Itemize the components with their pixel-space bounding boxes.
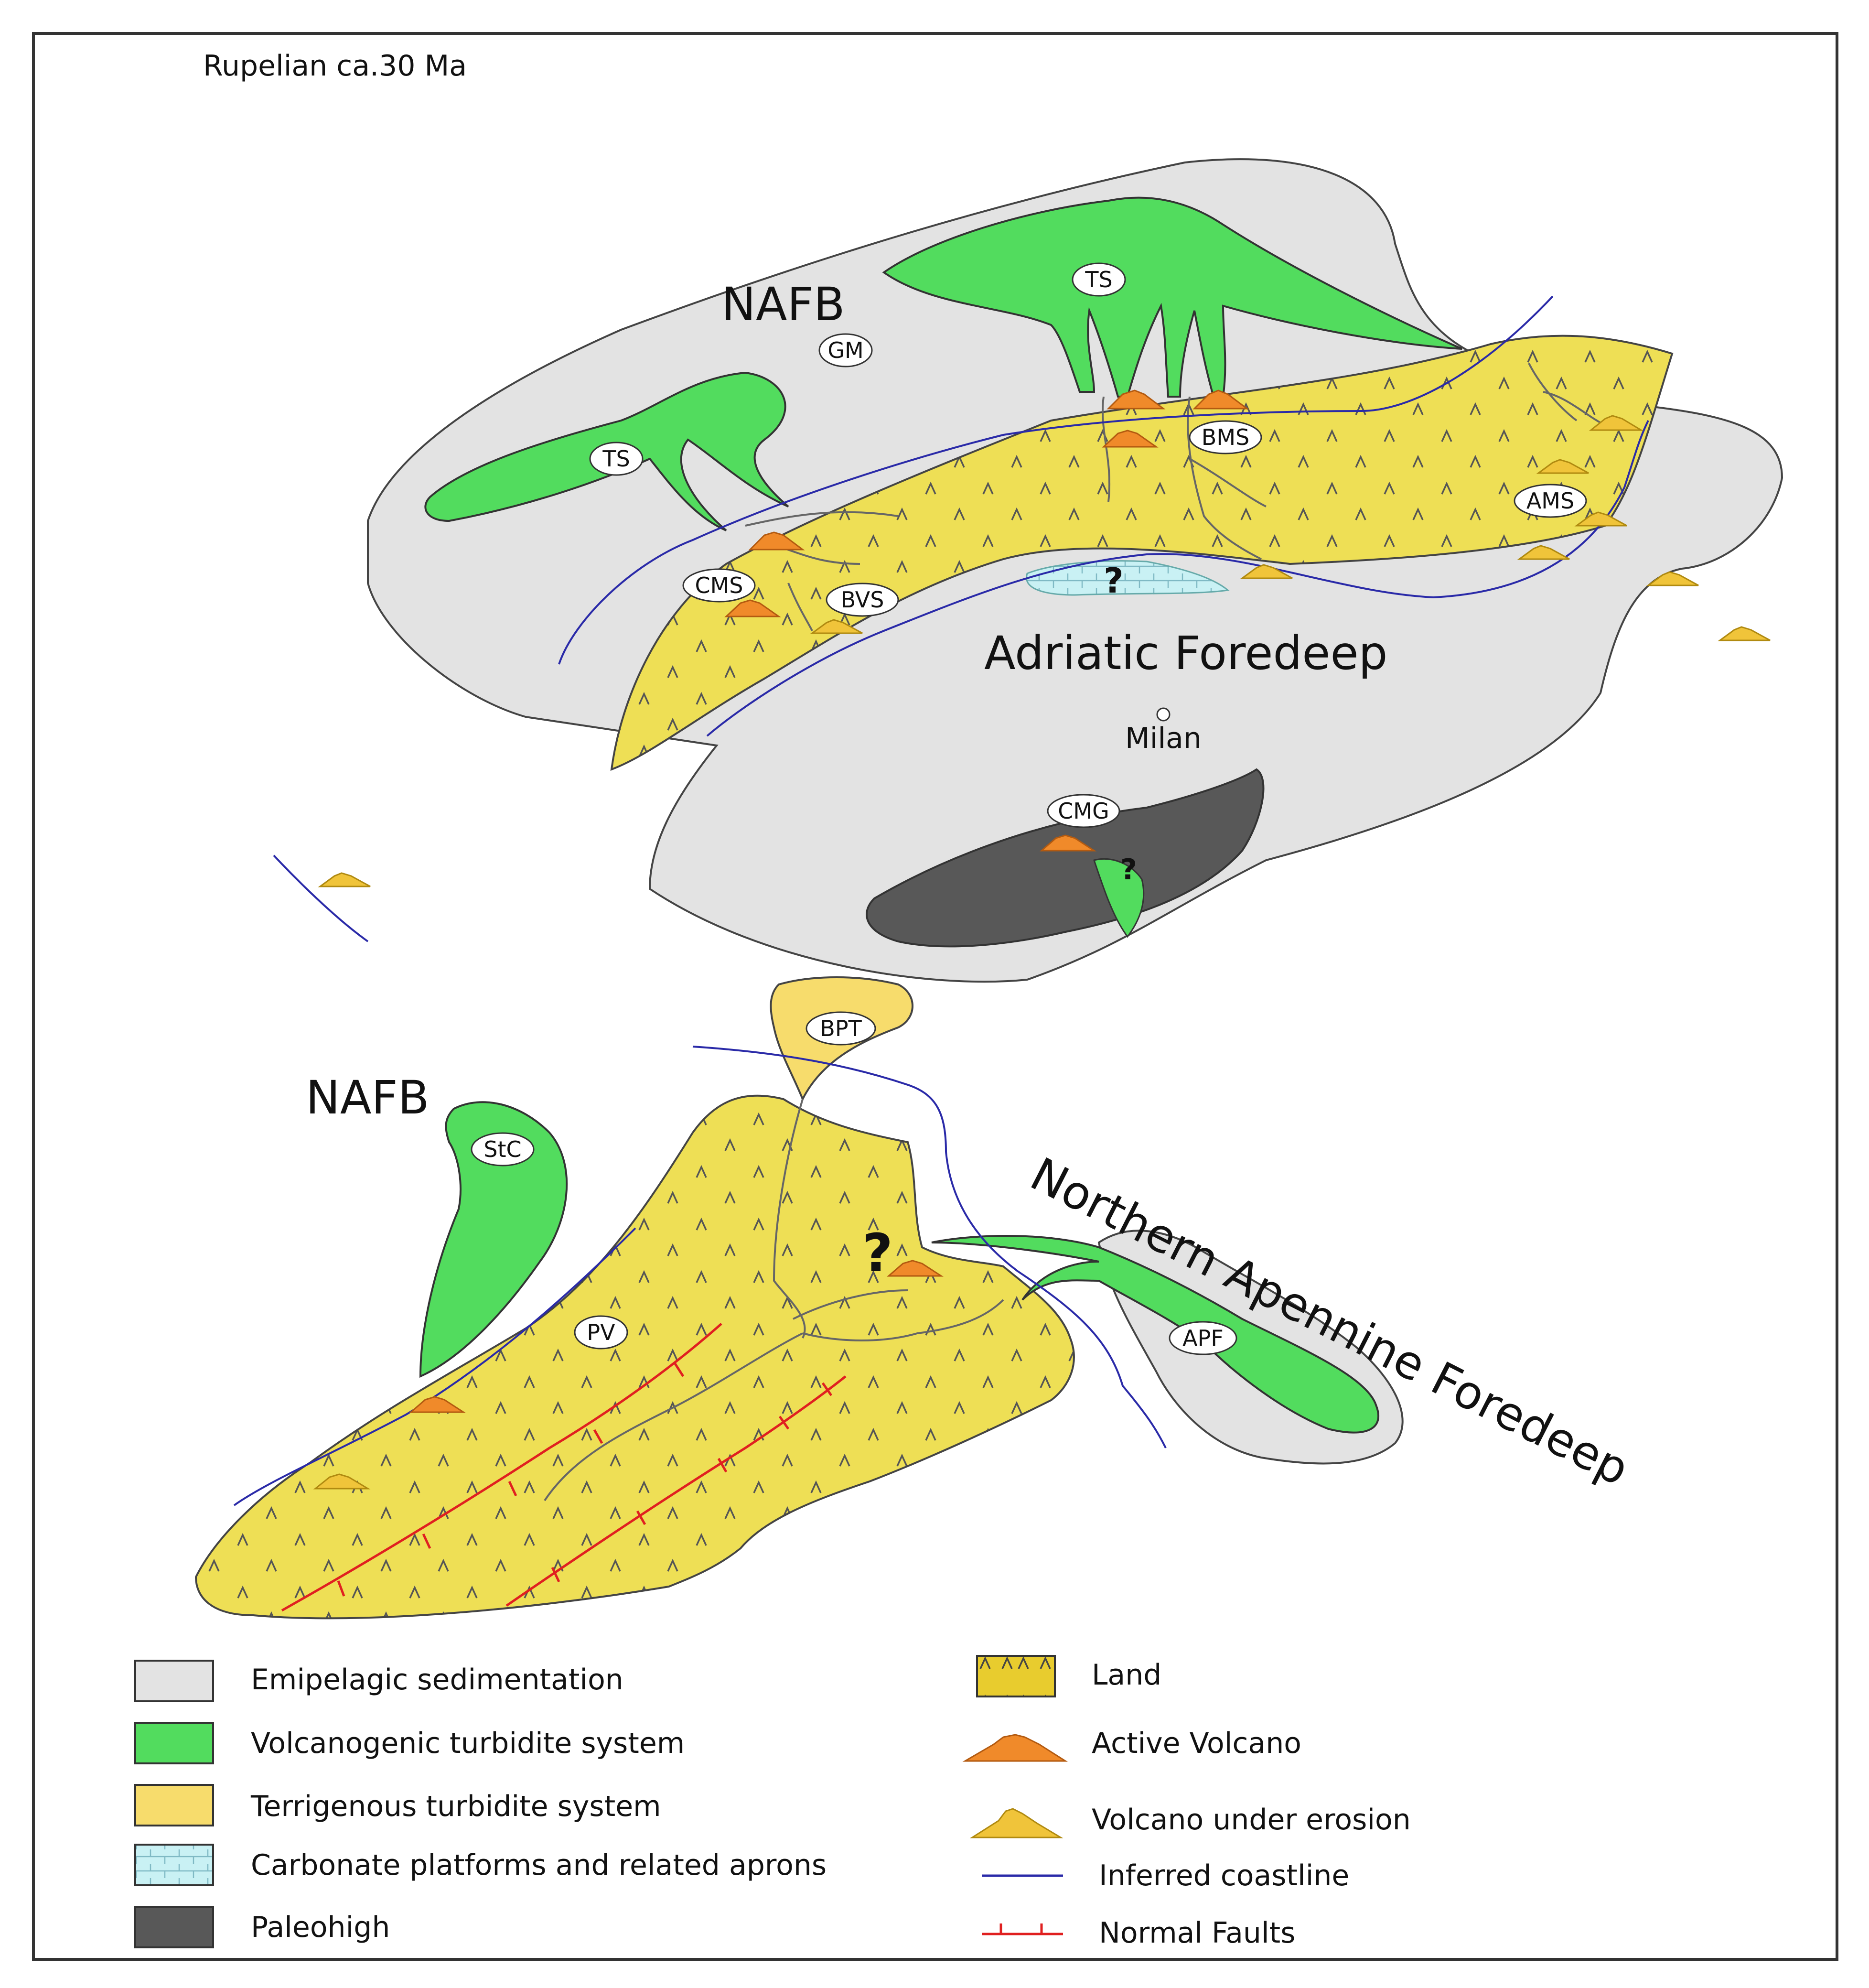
tag-pv: PV xyxy=(574,1315,628,1350)
eroded-volcanoes xyxy=(313,415,1771,1490)
legend-swatch-emipelagic xyxy=(134,1660,214,1702)
tag-ts-west: TS xyxy=(589,442,644,476)
tag-bms: BMS xyxy=(1189,420,1262,454)
question-mark-south: ? xyxy=(862,1222,893,1284)
normal-faults xyxy=(281,1323,847,1612)
map-title: Rupelian ca.30 Ma xyxy=(203,49,467,83)
label-adriatic-foredeep: Adriatic Foredeep xyxy=(984,627,1387,680)
tag-stc: StC xyxy=(471,1132,535,1167)
legend-label-eroded-volcano: Volcano under erosion xyxy=(1092,1803,1411,1837)
label-milan: Milan xyxy=(1125,722,1202,755)
tag-ts-east: TS xyxy=(1072,262,1126,297)
legend-label-normal-faults: Normal Faults xyxy=(1099,1916,1295,1950)
active-volcanoes xyxy=(408,389,1249,1413)
tag-gm-text: GM xyxy=(827,337,863,363)
stc-system xyxy=(419,1101,568,1378)
question-mark-paleohigh: ? xyxy=(1120,853,1137,886)
tag-ts-east-text: TS xyxy=(1085,267,1112,292)
south-channels xyxy=(544,1099,1004,1502)
legend-label-emipelagic: Emipelagic sedimentation xyxy=(251,1663,623,1696)
land-north xyxy=(610,335,1674,771)
label-nafb-south: NAFB xyxy=(306,1071,430,1124)
legend: Emipelagic sedimentation Volcanogenic tu… xyxy=(134,1655,1411,1950)
north-channels xyxy=(745,363,1606,631)
tag-ams: AMS xyxy=(1514,484,1587,518)
legend-swatch-terrigenous xyxy=(134,1784,214,1826)
legend-label-volcanogenic: Volcanogenic turbidite system xyxy=(251,1727,685,1760)
label-nafb-north: NAFB xyxy=(721,278,845,331)
legend-label-paleohigh: Paleohigh xyxy=(251,1911,390,1944)
tag-gm: GM xyxy=(818,333,873,367)
tag-pv-text: PV xyxy=(587,1319,615,1345)
legend-label-terrigenous: Terrigenous turbidite system xyxy=(250,1790,661,1823)
legend-swatch-carbonate xyxy=(134,1844,214,1886)
tag-apf-text: APF xyxy=(1182,1325,1224,1351)
tag-bvs-text: BVS xyxy=(841,587,884,613)
milan-marker xyxy=(1156,707,1171,722)
tag-cmg: CMG xyxy=(1047,794,1120,828)
tag-bpt-text: BPT xyxy=(820,1016,862,1041)
legend-swatch-paleohigh xyxy=(134,1906,214,1948)
ts-east-system xyxy=(882,196,1462,398)
tag-bms-text: BMS xyxy=(1202,424,1249,450)
legend-label-coastline: Inferred coastline xyxy=(1099,1859,1349,1892)
apf-system xyxy=(931,1235,1379,1434)
legend-symbol-normal-faults xyxy=(982,1923,1063,1935)
legend-label-carbonate: Carbonate platforms and related aprons xyxy=(251,1848,827,1882)
tag-stc-text: StC xyxy=(483,1136,521,1162)
tag-cms: CMS xyxy=(682,568,756,603)
legend-swatch-volcanogenic xyxy=(134,1722,214,1764)
question-mark-carbonate: ? xyxy=(1104,561,1124,601)
legend-symbol-eroded-volcano xyxy=(969,1808,1063,1838)
tag-cms-text: CMS xyxy=(695,573,743,598)
legend-swatch-land xyxy=(976,1655,1056,1697)
green-blob-paleohigh xyxy=(1093,858,1145,938)
legend-symbol-active-volcano xyxy=(962,1734,1068,1762)
legend-label-land: Land xyxy=(1092,1658,1161,1692)
tag-apf: APF xyxy=(1169,1321,1237,1355)
tag-ts-west-text: TS xyxy=(602,446,630,472)
tag-ams-text: AMS xyxy=(1526,488,1574,514)
legend-label-active-volcano: Active Volcano xyxy=(1092,1727,1301,1760)
tag-bvs: BVS xyxy=(826,583,899,617)
tag-cmg-text: CMG xyxy=(1058,798,1109,824)
tag-bpt: BPT xyxy=(806,1011,876,1046)
